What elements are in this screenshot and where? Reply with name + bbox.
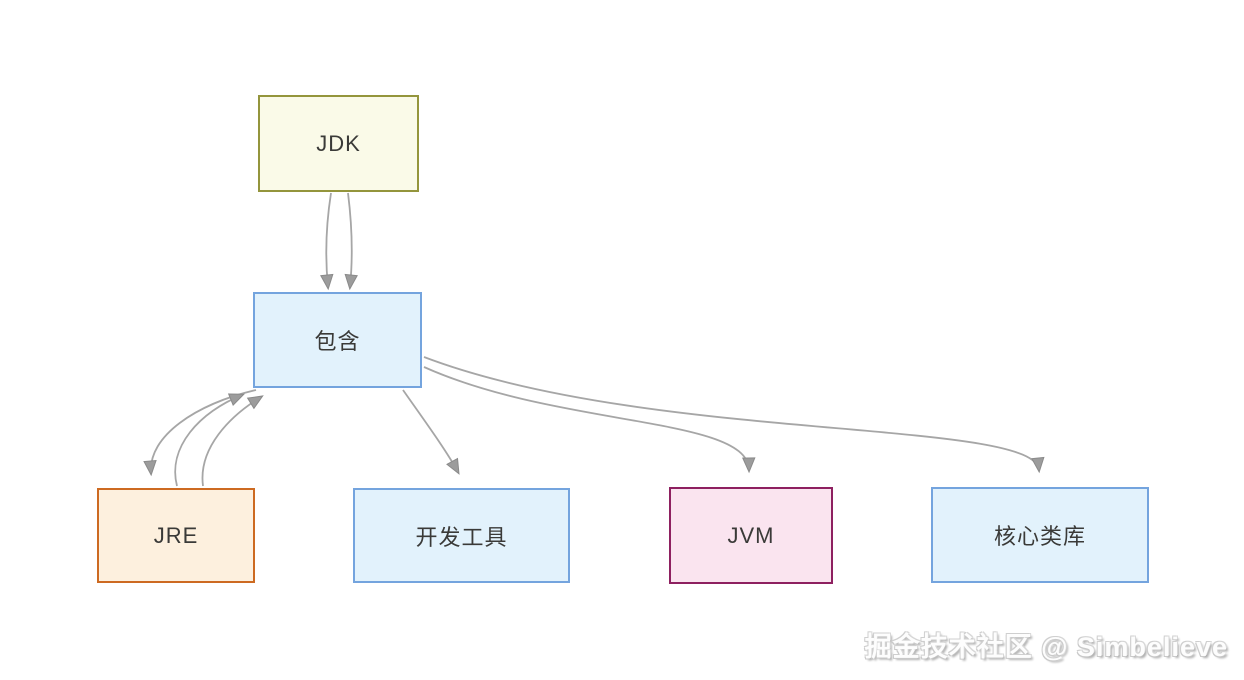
node-jre: JRE [97, 488, 255, 583]
node-contains: 包含 [253, 292, 422, 388]
edge-jdk-to-contains-right [344, 192, 358, 291]
edge-contains-to-corelib [423, 356, 1045, 474]
edge-contains-to-jre [143, 389, 257, 477]
node-jdk-label: JDK [316, 130, 361, 156]
edge-contains-to-jvm [423, 366, 756, 474]
node-devtools: 开发工具 [353, 488, 570, 583]
node-corelib: 核心类库 [931, 487, 1149, 583]
node-corelib-label: 核心类库 [993, 524, 1086, 549]
node-contains-label: 包含 [314, 329, 361, 354]
node-jre-label: JRE [153, 522, 199, 548]
node-jvm-label: JVM [727, 522, 775, 548]
edge-contains-to-devtools [402, 389, 460, 475]
node-devtools-label: 开发工具 [415, 524, 508, 550]
edge-jre-to-contains-2 [201, 395, 264, 487]
node-jdk: JDK [258, 95, 419, 192]
node-jvm: JVM [669, 487, 833, 584]
edge-jdk-to-contains-left [320, 192, 334, 291]
edge-jre-to-contains-1 [174, 393, 246, 487]
watermark: 掘金技术社区 @ Simbelieve [864, 632, 1228, 662]
